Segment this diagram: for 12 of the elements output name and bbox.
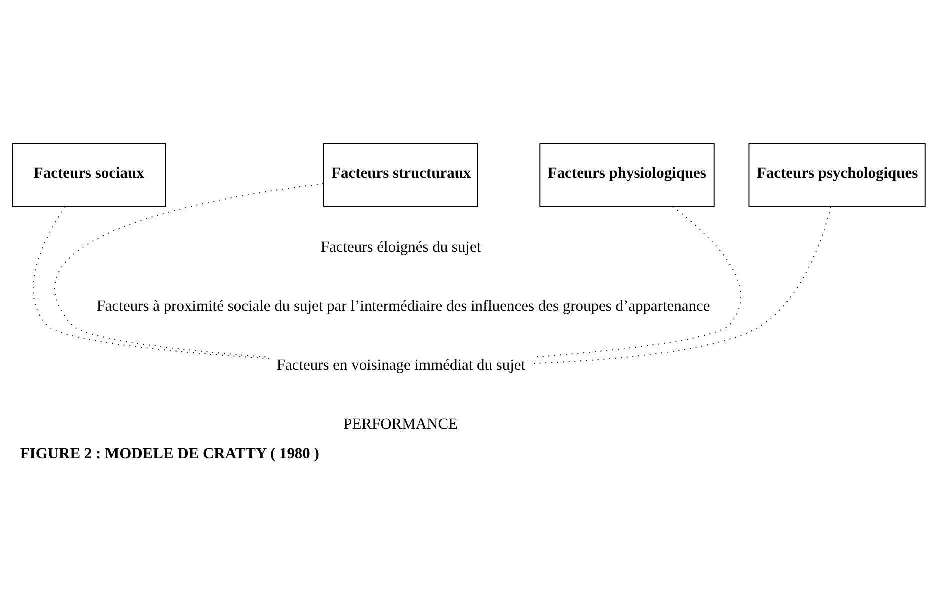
node-box: Facteurs structuraux (323, 142, 478, 207)
connector (32, 206, 270, 359)
label: Facteurs à proximité sociale du sujet par l’intermédiaire des influences des groupes d’appartenance (96, 298, 710, 315)
caption: FIGURE 2 : MODELE DE CRATTY ( 1980 ) (20, 444, 320, 462)
node-box: Facteurs sociaux (12, 142, 166, 207)
connector (532, 206, 832, 364)
node-box: Facteurs psychologiques (748, 142, 926, 207)
label: Facteurs éloignés du sujet (320, 238, 482, 256)
node-box: Facteurs physiologiques (540, 142, 715, 207)
connector (54, 182, 324, 358)
label: PERFORMANCE (344, 416, 458, 433)
node-text: Facteurs en voisinage immédiat du sujet (276, 356, 526, 374)
